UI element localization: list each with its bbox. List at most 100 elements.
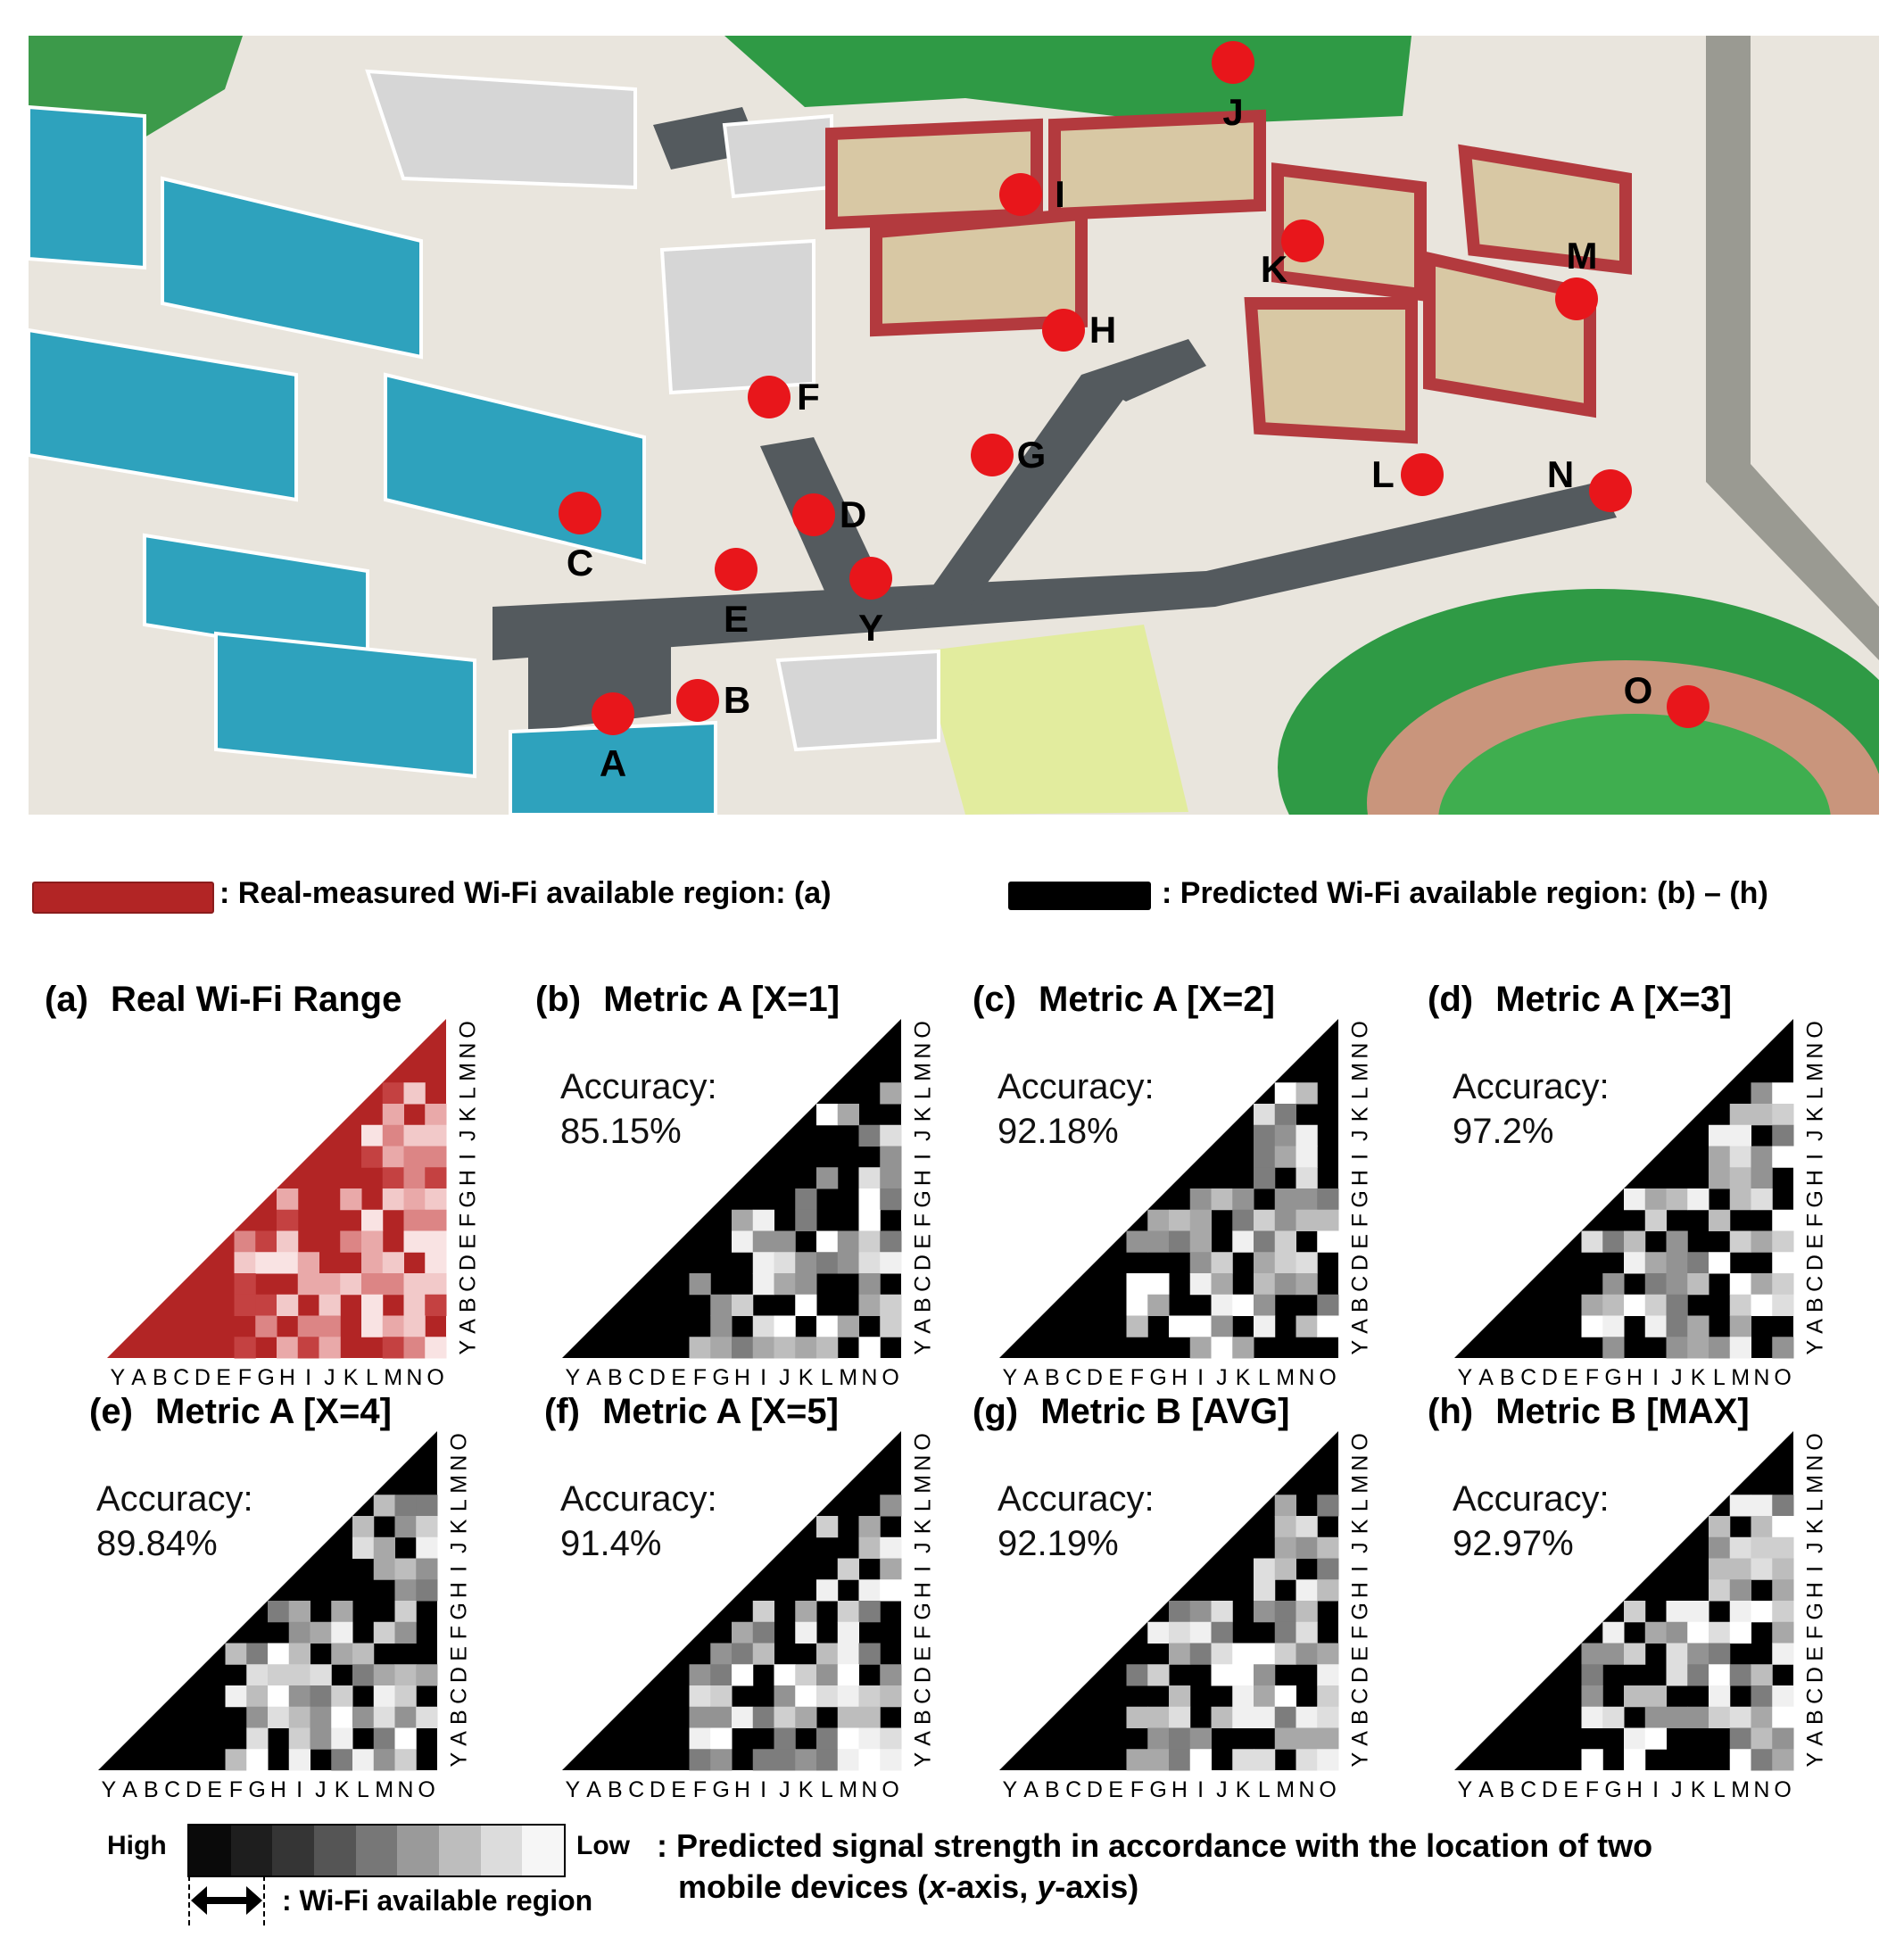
heatmap-cell [858,1188,881,1211]
x-axis-label: I [1197,1365,1204,1390]
y-axis-label: Y [456,1339,481,1354]
heatmap-cell [255,1230,277,1253]
heatmap-cell [795,1294,817,1316]
heatmap-cell [1772,1294,1794,1316]
y-axis-label: O [911,1433,936,1450]
x-axis-label: M [1731,1777,1750,1802]
x-axis-label: O [418,1777,435,1802]
heatmap-cell [1189,1749,1212,1771]
x-axis-label: K [1236,1365,1251,1390]
heatmap-cell [382,1146,404,1168]
predicted-region-swatch [1008,882,1151,910]
heatmap-cell [352,1516,375,1538]
heatmap-cell [394,1601,417,1623]
heatmap-cell [710,1315,733,1337]
heatmap-cell [858,1252,881,1274]
heatmap-cell [340,1273,362,1296]
y-axis-label: Y [911,1339,936,1354]
heatmap-cell [1709,1664,1731,1686]
heatmap-cell [795,1706,817,1728]
heatmap-cell [1274,1495,1296,1517]
y-axis-label: J [911,1130,936,1141]
heatmap-cell [774,1685,796,1708]
heatmap-cell [246,1706,269,1728]
heatmap-cell [837,1664,859,1686]
heatmap-cell [1232,1294,1254,1316]
heatmap-cell [880,1188,902,1211]
x-axis-label: E [671,1777,686,1802]
heatmap-cell [310,1664,332,1686]
heatmap-cell [1729,1146,1751,1168]
point-label-h: H [1089,309,1116,351]
y-axis-label: F [1803,1626,1828,1639]
heatmap-cell [1772,1621,1794,1644]
x-axis-label: Y [1003,1777,1018,1802]
heatmap-cell [1772,1579,1794,1602]
scale-step [355,1826,398,1876]
heatmap-cell [1581,1230,1603,1253]
y-axis-label: G [911,1190,936,1207]
heatmap-cell [403,1315,426,1337]
x-axis-label: C [173,1365,189,1390]
heatmap-cell [425,1104,447,1126]
point-label-i: I [1055,173,1065,215]
heatmap-cell [858,1124,881,1147]
heatmap-cell [1751,1273,1773,1296]
heatmap-cell [1274,1252,1296,1274]
x-axis-label: L [821,1365,833,1390]
x-axis-label: M [384,1365,402,1390]
heatmap-cell [1274,1558,1296,1580]
y-axis-label: I [911,1154,936,1160]
heatmap-cell [425,1273,447,1296]
heatmap-cell [1189,1621,1212,1644]
x-axis-label: F [1585,1365,1599,1390]
x-axis-label: E [216,1365,231,1390]
heatmap-cell [837,1643,859,1665]
y-axis-label: D [911,1667,936,1683]
heatmap-cell [1296,1146,1318,1168]
accuracy-value: 91.4% [560,1524,662,1563]
point-marker-c [559,492,601,534]
heatmap-cell [837,1558,859,1580]
accuracy-value: 92.18% [998,1112,1119,1151]
heatmap-cell [1274,1536,1296,1559]
x-axis-label: J [1216,1365,1228,1390]
heatmap-cell [1147,1294,1170,1316]
x-axis-label: F [693,1777,707,1802]
predicted-region-legend-text: : Predicted Wi-Fi available region: (b) … [1162,876,1768,910]
x-axis-label: K [344,1365,359,1390]
panel-title: (c) Metric A [X=2] [973,980,1275,1020]
heatmap-cell [319,1337,341,1359]
accuracy-value: 89.84% [96,1524,218,1563]
heatmap-cell [394,1495,417,1517]
x-axis-label: D [650,1777,666,1802]
heatmap-cell [331,1727,353,1750]
heatmap-cell [880,1558,902,1580]
heatmap-cell [277,1230,299,1253]
heatmap-cell [1772,1706,1794,1728]
heatmap-cell [1274,1273,1296,1296]
heatmap-cell [425,1337,447,1359]
heatmap-cell [1317,1230,1339,1253]
heatmap-cell [1666,1337,1688,1359]
heatmap-cell [880,1495,902,1517]
heatmap-cell [752,1749,774,1771]
x-axis-label: J [779,1777,791,1802]
heatmap-cell [1666,1643,1688,1665]
heatmap-cell [255,1315,277,1337]
y-axis-label: J [1803,1130,1828,1141]
heatmap-cell [732,1706,754,1728]
y-axis-label: I [1803,1566,1828,1572]
scale-region-label: : Wi-Fi available region [282,1884,593,1917]
heatmap-cell [1189,1273,1212,1296]
heatmap-cell [1147,1230,1170,1253]
y-axis-label: N [1348,1455,1373,1471]
heatmap-cell [1317,1495,1339,1517]
y-axis-label: Y [1803,1751,1828,1767]
heatmap-cell [816,1579,839,1602]
heatmap-cell [689,1664,711,1686]
heatmap-cell [1644,1706,1667,1728]
